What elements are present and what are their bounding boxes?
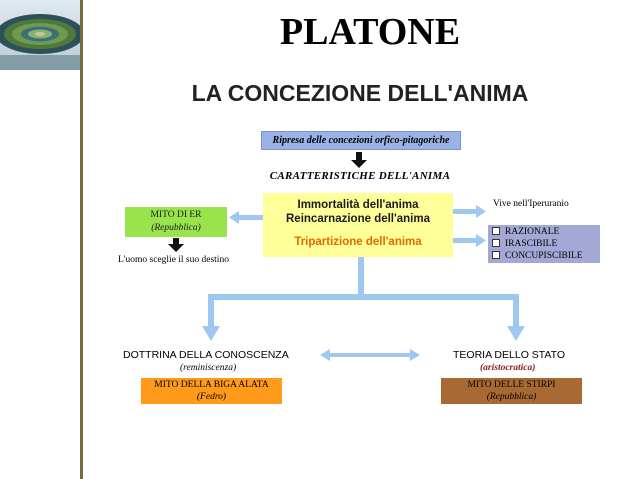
soul-part-item: IRASCIBILE: [492, 238, 557, 250]
myth-of-er-title: MITO DI ER: [150, 210, 202, 220]
myth-of-er-box: MITO DI ER (Repubblica): [125, 207, 227, 237]
soul-parts-box: RAZIONALE IRASCIBILE CONCUPISCIBILE: [488, 225, 600, 263]
page-title: PLATONE: [279, 11, 461, 53]
arrow-left-to-er: [229, 211, 263, 224]
soul-part-item: CONCUPISCIBILE: [492, 250, 583, 262]
soul-part-label: IRASCIBILE: [505, 239, 558, 249]
island-thumbnail-image: [0, 0, 80, 70]
soul-part-label: RAZIONALE: [505, 227, 560, 237]
knowledge-doctrine-subtitle: (reminiscenza): [180, 363, 237, 373]
state-theory-subtitle: (aristocratica): [480, 363, 536, 373]
soul-characteristics-box: Immortalità dell'anima Reincarnazione de…: [263, 193, 453, 257]
bullet-icon: [492, 238, 500, 247]
bullet-icon: [492, 250, 500, 259]
immortality-label: Immortalità dell'anima: [297, 199, 419, 211]
double-arrow-knowledge-state: [320, 349, 420, 361]
arrow-down-er: [168, 238, 184, 252]
arrow-right-to-parts: [453, 234, 486, 247]
page-subtitle: LA CONCEZIONE DELL'ANIMA: [191, 80, 529, 106]
left-vertical-divider: [80, 0, 83, 479]
arrow-down-orphic: [351, 152, 367, 168]
winged-chariot-myth-box: MITO DELLA BIGA ALATA (Fedro): [141, 378, 282, 404]
hyperuranium-text: Vive nell'Iperuranio: [493, 199, 569, 209]
state-theory-label: TEORIA DELLO STATO: [453, 349, 566, 361]
tripartition-label: Tripartizione dell'anima: [294, 236, 422, 248]
winged-chariot-myth-title: MITO DELLA BIGA ALATA: [154, 380, 269, 390]
lineages-myth-box: MITO DELLE STIRPI (Repubblica): [441, 378, 582, 404]
soul-part-item: RAZIONALE: [492, 226, 559, 238]
soul-part-label: CONCUPISCIBILE: [505, 251, 583, 261]
winged-chariot-myth-source: (Fedro): [196, 392, 227, 402]
lineages-myth-source: (Repubblica): [486, 392, 537, 402]
characteristics-label: CARATTERISTICHE DELL'ANIMA: [269, 170, 451, 182]
knowledge-doctrine-label: DOTTRINA DELLA CONOSCENZA: [123, 349, 289, 361]
arrow-right-to-hyperuranium: [453, 205, 486, 218]
bullet-icon: [492, 226, 500, 235]
myth-of-er-source: (Repubblica): [151, 223, 201, 233]
reincarnation-label: Reincarnazione dell'anima: [286, 213, 430, 225]
orphic-pythagorean-box: Ripresa delle concezioni orfico-pitagori…: [261, 131, 461, 150]
branch-tree: [202, 257, 525, 341]
lineages-myth-title: MITO DELLE STIRPI: [467, 380, 556, 390]
destiny-text: L'uomo sceglie il suo destino: [118, 255, 229, 265]
